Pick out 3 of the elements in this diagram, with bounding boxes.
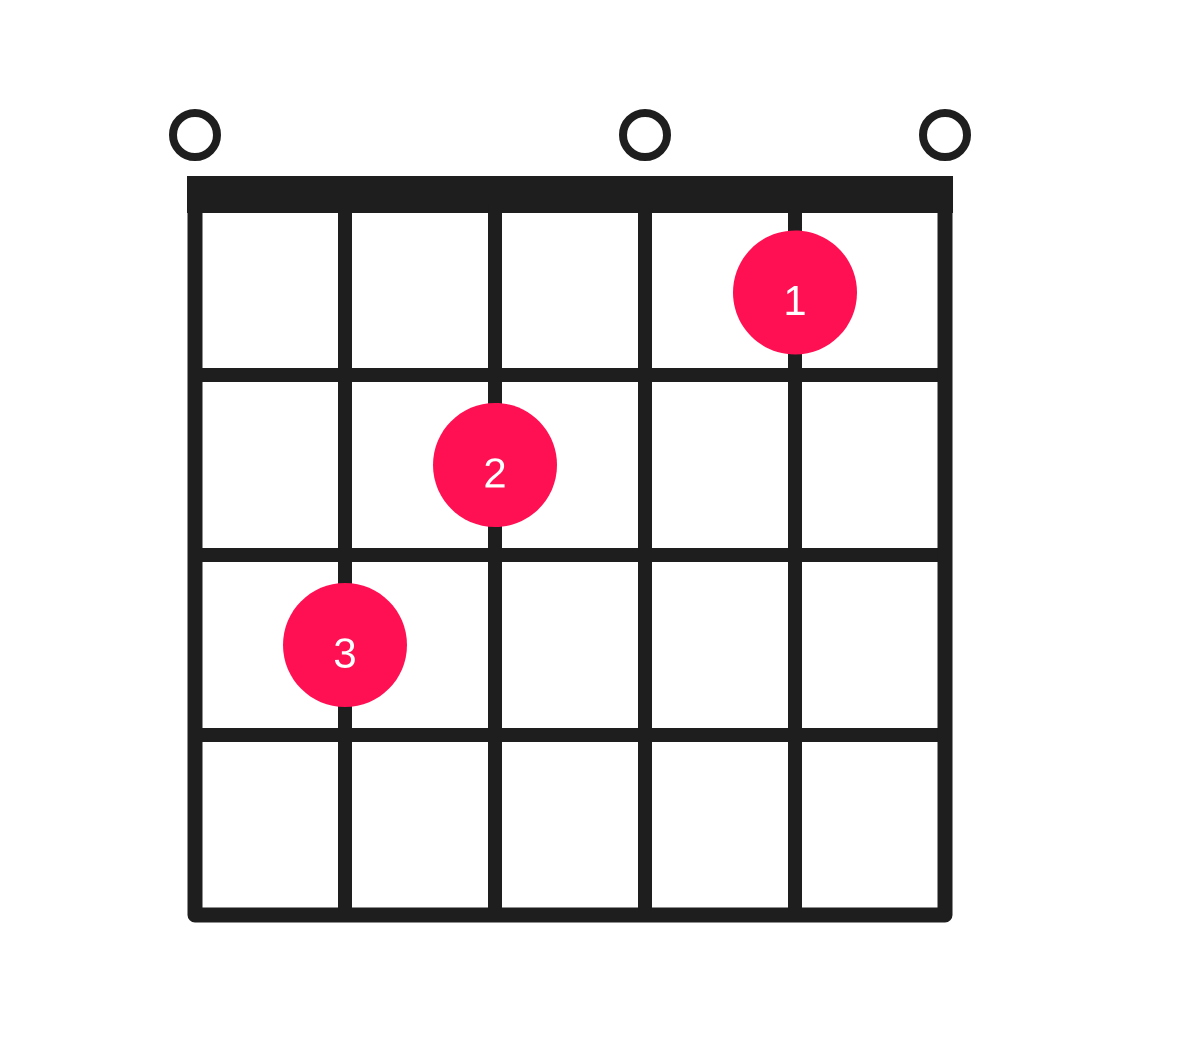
open-string-circle (169, 109, 221, 161)
open-string-circle (619, 109, 671, 161)
open-string-circle (919, 109, 971, 161)
